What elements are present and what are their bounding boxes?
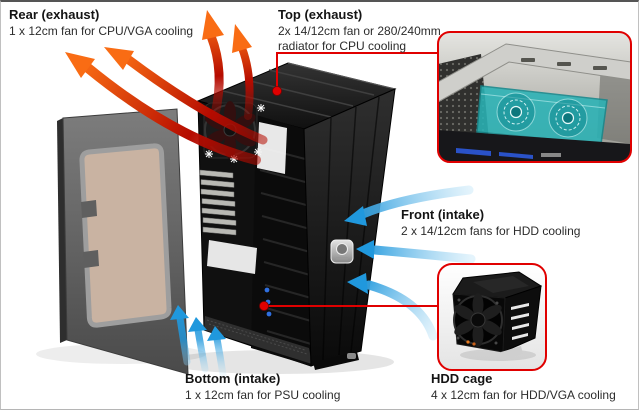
expansion-slots [199, 169, 237, 236]
case-front-face [303, 88, 396, 370]
case-interior [197, 100, 312, 367]
brand-badge [330, 239, 354, 264]
inset-top-radiator [437, 31, 632, 163]
bottom-intake-arrows [170, 305, 227, 379]
rear-exhaust-label: Rear (exhaust) 1 x 12cm fan for CPU/VGA … [9, 7, 244, 39]
hdd-cage-label: HDD cage 4 x 12cm fan for HDD/VGA coolin… [431, 371, 636, 403]
callout-dot-hdd [259, 301, 269, 311]
top-exhaust-title: Top (exhaust) [278, 7, 363, 22]
front-intake-label: Front (intake) 2 x 14/12cm fans for HDD … [401, 207, 626, 239]
hdd-tray [207, 240, 257, 274]
case-tower [196, 62, 397, 370]
rear-exhaust-desc: 1 x 12cm fan for CPU/VGA cooling [9, 23, 194, 38]
case-floor-mesh [204, 316, 312, 364]
front-intake-desc: 2 x 14/12cm fans for HDD cooling [401, 223, 581, 238]
side-panel-window [79, 143, 172, 328]
callout-dot-top [272, 86, 282, 96]
front-intake-title: Front (intake) [401, 207, 485, 222]
psu-opening [257, 122, 287, 174]
inset-hdd-cage [437, 263, 547, 371]
hdd-cage-title: HDD cage [431, 371, 493, 386]
bottom-intake-label: Bottom (intake) 1 x 12cm fan for PSU coo… [185, 371, 405, 403]
top-exhaust-label: Top (exhaust) 2x 14/12cm fan or 280/240m… [278, 7, 454, 54]
rear-exhaust-arrows [65, 47, 268, 165]
bottom-intake-desc: 1 x 12cm fan for PSU cooling [185, 387, 341, 402]
front-intake-arrows [344, 185, 476, 341]
bottom-intake-title: Bottom (intake) [185, 371, 281, 386]
callout-lines [259, 52, 439, 311]
hdd-cage-desc: 4 x 12cm fan for HDD/VGA cooling [431, 387, 616, 402]
hdd-cage-graphic [452, 271, 543, 359]
rear-exhaust-title: Rear (exhaust) [9, 7, 100, 22]
top-exhaust-arrows [202, 10, 254, 120]
side-panel [57, 108, 189, 375]
top-exhaust-desc: 2x 14/12cm fan or 280/240mm radiator for… [278, 23, 441, 53]
